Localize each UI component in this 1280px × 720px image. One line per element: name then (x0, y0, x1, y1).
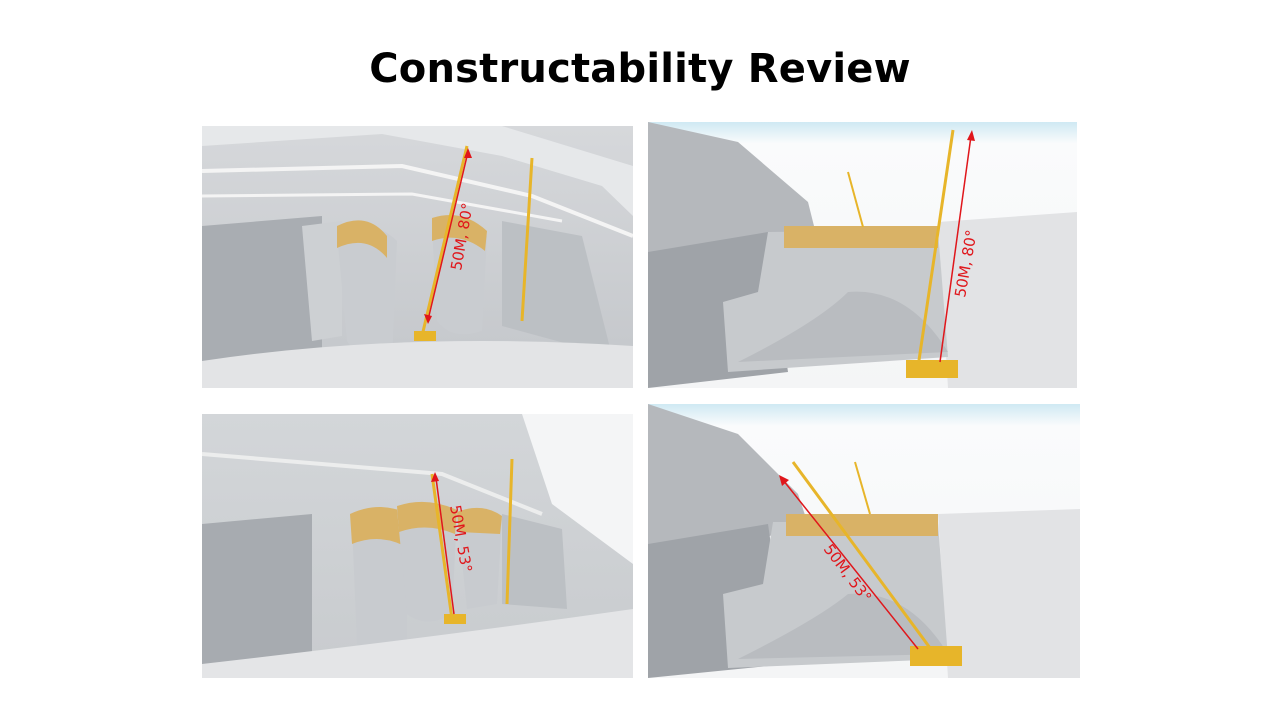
crane-boom (520, 157, 534, 322)
crane-boom (791, 461, 935, 653)
mobile-crane (906, 360, 958, 378)
crane-boom (430, 473, 454, 620)
quarry-scene: 50M, 53° (202, 414, 633, 678)
slide-title: Constructability Review (369, 46, 911, 92)
formwork (784, 226, 938, 248)
quarry-scene: 50M, 80° (202, 126, 633, 388)
render-section-53deg: 50M, 53° (648, 404, 1080, 678)
formwork (786, 514, 938, 536)
render-overview-53deg: 50M, 53° (202, 414, 633, 678)
render-section-80deg: 50M, 80° (648, 122, 1077, 388)
dam-section-scene: 50M, 80° (648, 122, 1077, 388)
crane-boom (505, 458, 514, 605)
dam-section-scene: 50M, 53° (648, 404, 1080, 678)
crane-boom (916, 129, 955, 368)
render-overview-80deg: 50M, 80° (202, 126, 633, 388)
mobile-crane (910, 646, 962, 666)
crane-boom (420, 145, 469, 337)
